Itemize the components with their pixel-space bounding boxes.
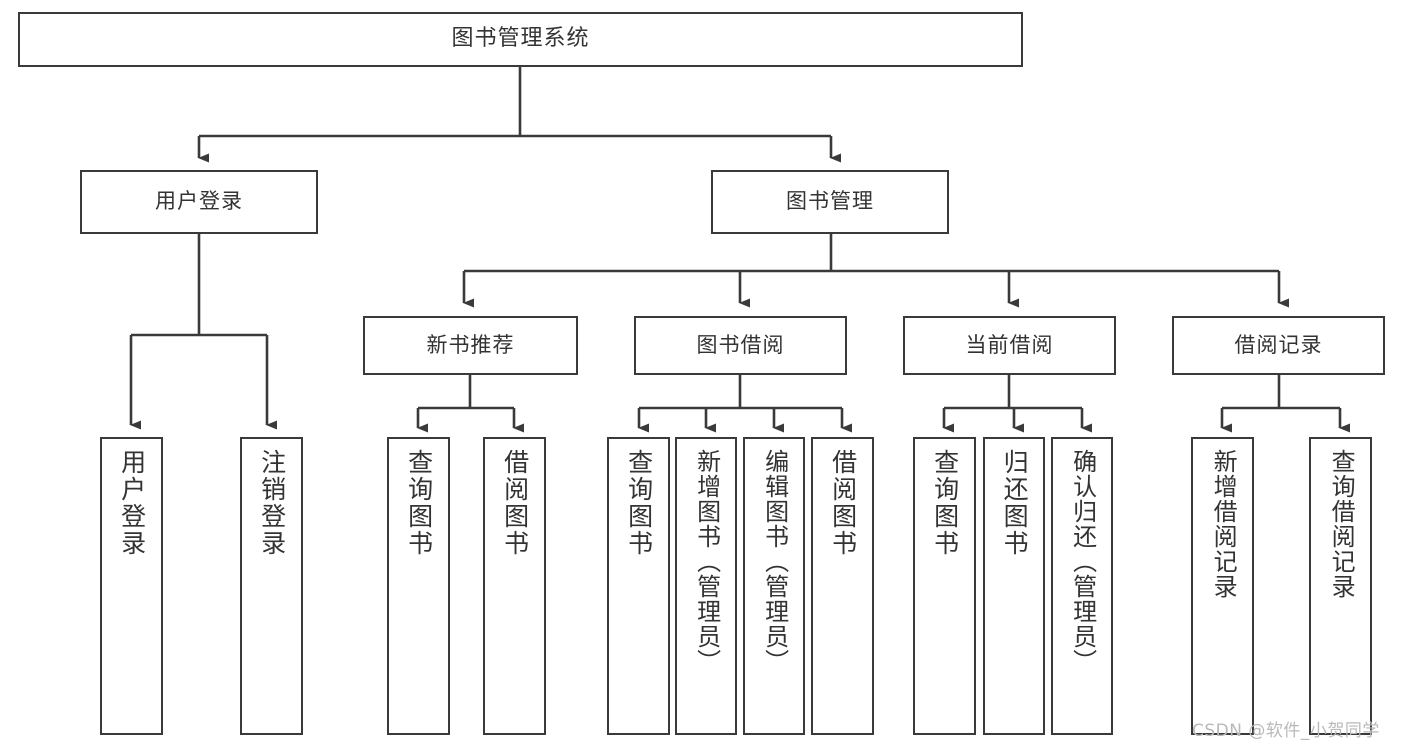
node-label: 图书管理系统: [451, 26, 590, 52]
node-label: 借阅记录: [1234, 332, 1323, 357]
node-label: 注销登录: [257, 449, 287, 557]
node-new-book-recommend[interactable]: 新书推荐: [363, 316, 578, 375]
node-label: 新增图书（管理员）: [692, 449, 721, 674]
node-label: 归还图书: [1000, 449, 1030, 557]
node-label: 查询图书: [624, 449, 654, 557]
node-book-management[interactable]: 图书管理: [711, 170, 949, 234]
node-leaf-borrow-book-1[interactable]: 借阅图书: [483, 437, 546, 735]
node-label: 当前借阅: [965, 332, 1054, 357]
node-leaf-logout[interactable]: 注销登录: [240, 437, 303, 735]
node-leaf-query-book-2[interactable]: 查询图书: [607, 437, 670, 735]
node-leaf-return-book[interactable]: 归还图书: [983, 437, 1045, 735]
node-leaf-add-record[interactable]: 新增借阅记录: [1191, 437, 1254, 735]
node-leaf-add-book[interactable]: 新增图书（管理员）: [675, 437, 737, 735]
node-label: 查询图书: [404, 449, 434, 557]
node-label: 用户登录: [155, 189, 243, 214]
node-label: 查询借阅记录: [1327, 449, 1356, 599]
node-label: 用户登录: [117, 449, 147, 557]
node-label: 确认归还（管理员）: [1068, 449, 1097, 674]
node-leaf-confirm-return[interactable]: 确认归还（管理员）: [1051, 437, 1113, 735]
node-label: 查询图书: [930, 449, 960, 557]
node-label: 新书推荐: [426, 332, 515, 357]
node-label: 新增借阅记录: [1209, 449, 1238, 599]
node-label: 图书管理: [786, 189, 874, 214]
csdn-watermark: CSDN @软件_小贺同学: [1192, 721, 1380, 741]
node-label: 编辑图书（管理员）: [760, 449, 789, 674]
node-root-book-management-system[interactable]: 图书管理系统: [18, 12, 1023, 67]
node-leaf-edit-book[interactable]: 编辑图书（管理员）: [743, 437, 805, 735]
node-leaf-query-book-3[interactable]: 查询图书: [913, 437, 976, 735]
node-leaf-borrow-book-2[interactable]: 借阅图书: [811, 437, 874, 735]
node-label: 借阅图书: [500, 449, 530, 557]
node-user-login[interactable]: 用户登录: [80, 170, 318, 234]
node-leaf-query-book-1[interactable]: 查询图书: [387, 437, 450, 735]
node-current-borrow[interactable]: 当前借阅: [903, 316, 1116, 375]
node-book-borrow[interactable]: 图书借阅: [634, 316, 847, 375]
node-borrow-record[interactable]: 借阅记录: [1172, 316, 1385, 375]
node-label: 借阅图书: [828, 449, 858, 557]
node-leaf-query-record[interactable]: 查询借阅记录: [1309, 437, 1372, 735]
node-label: 图书借阅: [696, 332, 785, 357]
node-leaf-user-login[interactable]: 用户登录: [100, 437, 163, 735]
